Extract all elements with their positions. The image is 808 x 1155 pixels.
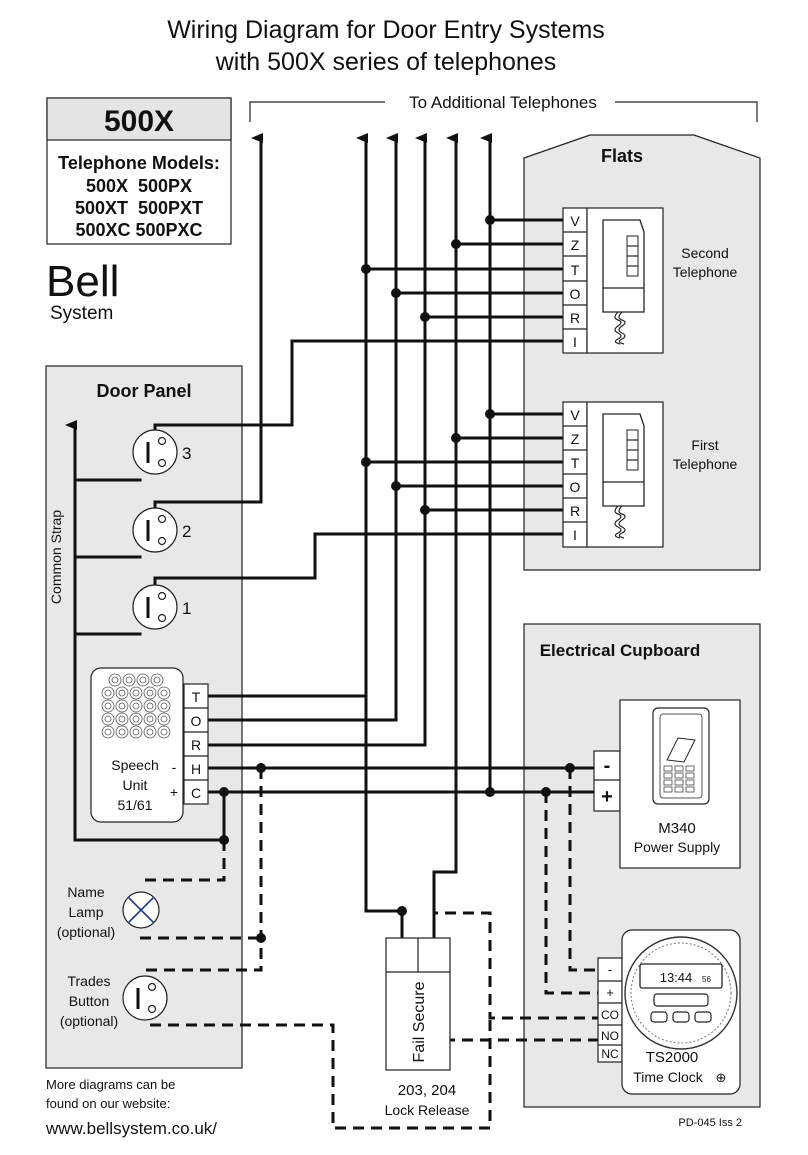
name-lamp-label-3: (optional) [57,924,115,940]
flats-title: Flats [601,146,643,166]
terminal-o: O [570,286,581,302]
push-button-icon [132,507,178,553]
push-button-icon [132,584,178,630]
clock-terminal-co: CO [601,1008,619,1022]
clock-name: TS2000 [646,1049,699,1066]
clock-desc: Time Clock [633,1069,703,1085]
door-panel-title: Door Panel [96,381,191,401]
telephone-handset-icon [586,207,664,354]
first-telephone-label-2: Telephone [673,456,738,472]
model-box: 500X Telephone Models: 500X 500PX 500XT … [46,97,232,245]
document-reference: PD-045 Iss 2 [678,1117,742,1129]
brand-logo: Bell [46,257,119,306]
second-telephone-label-1: Second [681,245,728,261]
name-lamp-label-1: Name [67,884,105,900]
first-telephone-label-1: First [691,437,718,453]
terminal-t: T [571,262,580,278]
terminal-z: Z [571,237,580,253]
terminal-i: I [573,334,577,350]
terminal-r: R [570,310,580,326]
terminal-r: R [570,503,580,519]
speech-minus: - [172,759,177,775]
cupboard-title: Electrical Cupboard [540,641,701,660]
psu-name: M340 [658,820,696,837]
models-line-1: 500X 500PX [86,176,192,196]
brand-sub: System [50,303,113,324]
trades-button-label-2: Button [69,993,109,1009]
footer-more-line-2: found on our website: [46,1096,170,1111]
clock-terminal-nc: NC [601,1047,619,1061]
button-number-2: 2 [182,522,191,541]
lock-desc: Lock Release [385,1102,470,1118]
name-lamp-label-2: Lamp [68,904,103,920]
model-subheading: Telephone Models: [58,153,220,173]
psu-plus: + [601,786,613,808]
power-supply: - + M340 Power Supply [593,699,741,869]
speech-unit: Speech Unit 51/61 - + [90,667,184,823]
clock-display-time: 13:44 [660,970,693,985]
button-number-1: 1 [182,599,191,618]
telephone-handset-icon [586,401,664,548]
footer-more-line-1: More diagrams can be [46,1077,175,1092]
lock-model: 203, 204 [398,1082,456,1099]
speech-plus: + [170,784,178,800]
terminal-i: I [573,527,577,543]
junction-dots [219,215,575,943]
models-line-3: 500XC 500PXC [75,220,202,240]
second-telephone-terminals: V Z T O R I [562,207,588,354]
button-number-3: 3 [182,444,191,463]
lock-release: Fail Secure [385,937,451,1071]
common-strap-label: Common Strap [48,510,64,604]
models-line-2: 500XT 500PXT [75,198,203,218]
trades-button-label-3: (optional) [60,1013,118,1029]
clock-terminal-plus: + [606,985,614,1000]
psu-minus: - [604,755,611,777]
trades-button-label-1: Trades [67,973,110,989]
speech-unit-terminals: T O R H C [183,683,209,805]
title-line-1: Wiring Diagram for Door Entry Systems [167,16,605,44]
second-telephone-label-2: Telephone [673,264,738,280]
speech-terminal-c: C [191,785,201,801]
speech-terminal-h: H [191,761,201,777]
speech-unit-label-2: Unit [123,777,148,793]
terminal-t: T [571,455,580,471]
first-telephone-terminals: V Z T O R I [562,401,588,548]
psu-desc: Power Supply [634,839,720,855]
terminal-o: O [570,479,581,495]
footer-url[interactable]: www.bellsystem.co.uk/ [45,1119,217,1138]
optional-wiring [140,768,598,1130]
terminal-v: V [570,407,580,423]
clock-display-seconds: 56 [702,975,711,984]
push-button-icon [132,429,178,475]
speech-terminal-o: O [191,713,202,729]
speech-terminal-t: T [192,689,201,705]
push-button-icon [122,975,168,1021]
additional-telephones-label: To Additional Telephones [409,93,597,112]
keypad-icon [663,765,695,793]
terminal-v: V [570,213,580,229]
fail-secure-label: Fail Secure [411,981,428,1062]
lamp-icon [122,891,160,929]
time-clock: - + CO NO NC 13:44 56 TS2000 Time Clock … [597,929,741,1095]
speech-unit-label-3: 51/61 [117,797,152,813]
clock-terminal-no: NO [601,1029,619,1043]
title-line-2: with 500X series of telephones [215,48,557,76]
terminal-z: Z [571,431,580,447]
clock-symbol: ⊕ [716,1070,727,1085]
clock-terminal-minus: - [608,962,612,977]
speech-terminal-r: R [191,737,201,753]
model-heading: 500X [104,105,174,138]
speaker-grille-icon [101,673,171,739]
speech-unit-label-1: Speech [111,757,158,773]
